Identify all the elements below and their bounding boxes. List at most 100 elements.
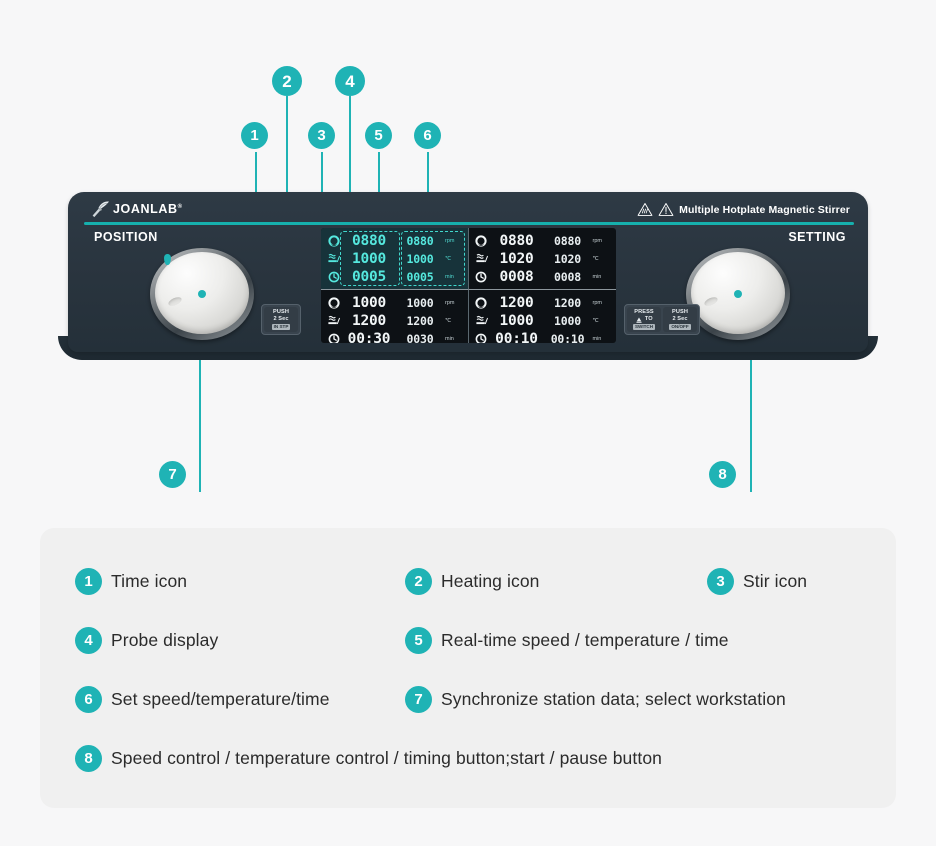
callout-4-number: 4 (345, 71, 355, 91)
callout-badge-6[interactable]: 6 (414, 122, 441, 149)
station-1-time-setting: 0005 (406, 269, 434, 284)
station-2-speed-realtime: 0880 (499, 232, 534, 249)
callout-3-number: 3 (317, 127, 326, 144)
callout-8-number: 8 (718, 466, 727, 483)
station-1-time-unit: min (445, 273, 454, 280)
legend-7-number: 7 (414, 691, 423, 708)
time-icon (474, 333, 489, 343)
station-1-speed-setting: 0880 (406, 233, 434, 248)
callout-badge-3[interactable]: 3 (308, 122, 335, 149)
legend-6-number: 6 (84, 691, 93, 708)
legend-1-text: Time icon (111, 571, 188, 591)
legend-badge-6: 6 (75, 686, 102, 713)
station-2-speed-row: 0880 0880 rpm (474, 232, 612, 249)
push-2sec-onoff-key[interactable]: PUSH 2 Sec ON/OFF (663, 307, 697, 333)
station-1-speed-realtime: 0880 (351, 232, 387, 249)
position-label: POSITION (94, 230, 158, 244)
legend-item-7: 7 Synchronize station data; select works… (405, 686, 786, 713)
station-2-temp-realtime: 1020 (499, 250, 534, 267)
station-quadrant-2[interactable]: 0880 0880 rpm 1020 1020 ℃ (468, 228, 616, 290)
probe-indicator (164, 254, 171, 265)
left-keycap-group[interactable]: PUSH 2 Sec IN STP (261, 304, 301, 336)
station-3-time-realtime: 00:30 (347, 330, 391, 344)
stir-icon (326, 234, 341, 247)
station-2-time-unit: min (592, 273, 602, 280)
push-2sec-instp-key[interactable]: PUSH 2 Sec IN STP (264, 307, 298, 333)
setting-knob[interactable] (686, 248, 790, 340)
station-3-speed-unit: rpm (445, 299, 455, 306)
station-4-temp-realtime: 1000 (499, 312, 534, 329)
legend-badge-1: 1 (75, 568, 102, 595)
leader-line-8 (750, 296, 752, 492)
station-quadrant-4[interactable]: 1200 1200 rpm 1000 1000 ℃ (469, 290, 617, 343)
legend-badge-2: 2 (405, 568, 432, 595)
onoff-key-box-label: ON/OFF (669, 323, 691, 331)
general-warning-icon (658, 203, 674, 216)
hot-surface-warning-icon (637, 203, 653, 216)
press-finger-icon (636, 317, 642, 323)
legend-1-number: 1 (84, 573, 93, 590)
left-key-line1: PUSH (273, 309, 289, 315)
heating-icon (326, 315, 341, 327)
legend-badge-8: 8 (75, 745, 102, 772)
leader-line-2 (286, 96, 288, 258)
time-icon (326, 333, 341, 343)
legend-item-3: 3 Stir icon (707, 568, 807, 595)
callout-badge-2[interactable]: 2 (272, 66, 302, 96)
callout-badge-1[interactable]: 1 (241, 122, 268, 149)
station-3-temp-unit: ℃ (445, 317, 452, 324)
legend-8-number: 8 (84, 750, 93, 767)
station-2-speed-unit: rpm (592, 237, 602, 244)
joanlab-mark-icon (92, 201, 109, 218)
accent-divider (84, 222, 854, 225)
station-3-speed-row: 1000 1000 rpm (326, 294, 463, 311)
position-knob[interactable] (150, 248, 254, 340)
station-1-temp-unit: ℃ (445, 255, 452, 262)
station-quadrant-1[interactable]: 0880 0880 rpm 1000 1000 ℃ (321, 228, 469, 290)
legend-badge-3: 3 (707, 568, 734, 595)
legend-badge-4: 4 (75, 627, 102, 654)
station-4-time-unit: min (592, 335, 602, 342)
legend-item-2: 2 Heating icon (405, 568, 539, 595)
station-3-temp-row: 1200 1200 ℃ (326, 312, 463, 329)
time-icon (474, 271, 489, 283)
lcd-display[interactable]: 0880 0880 rpm 1000 1000 ℃ (321, 228, 616, 343)
press-to-switch-key[interactable]: PRESS TO SWITCH (627, 307, 661, 333)
callout-anchor-7 (198, 290, 206, 298)
switch-key-row2: TO (635, 316, 653, 323)
right-keycap-group[interactable]: PRESS TO SWITCH PUSH 2 Sec ON/OFF (624, 304, 700, 336)
station-4-speed-realtime: 1200 (499, 294, 534, 311)
callout-badge-4[interactable]: 4 (335, 66, 365, 96)
station-quadrant-3[interactable]: 1000 1000 rpm 1200 1200 ℃ (321, 290, 469, 343)
station-1-time-row: 0005 0005 min (326, 268, 463, 285)
model-name-label: Multiple Hotplate Magnetic Stirrer (679, 203, 850, 216)
station-3-speed-setting: 1000 (406, 295, 434, 310)
station-1-temp-setting: 1000 (406, 251, 434, 266)
callout-2-number: 2 (282, 71, 292, 91)
brand-wordmark: JOANLAB® (113, 202, 183, 216)
station-3-temp-realtime: 1200 (351, 312, 387, 329)
leader-line-4 (349, 96, 351, 256)
legend-item-5: 5 Real-time speed / temperature / time (405, 627, 729, 654)
callout-1-number: 1 (250, 127, 259, 144)
station-2-time-row: 0008 0008 min (474, 268, 612, 285)
station-1-time-realtime: 0005 (351, 268, 387, 285)
model-header: Multiple Hotplate Magnetic Stirrer (637, 202, 850, 217)
legend-badge-5: 5 (405, 627, 432, 654)
legend-2-number: 2 (414, 573, 423, 590)
brand-registered-mark: ® (177, 203, 183, 210)
brand-name: JOANLAB (113, 202, 178, 216)
callout-badge-5[interactable]: 5 (365, 122, 392, 149)
station-3-time-row: 00:30 0030 min (326, 330, 463, 343)
legend-7-text: Synchronize station data; select worksta… (441, 689, 786, 709)
left-key-box-label: IN STP (271, 323, 291, 331)
callout-7-number: 7 (168, 466, 177, 483)
legend-4-text: Probe display (111, 630, 219, 650)
callout-badge-7[interactable]: 7 (159, 461, 186, 488)
time-icon (326, 271, 341, 283)
callout-badge-8[interactable]: 8 (709, 461, 736, 488)
position-knob-notch (167, 295, 183, 308)
leader-line-7 (199, 296, 201, 492)
legend-4-number: 4 (84, 632, 93, 649)
station-2-speed-setting: 0880 (554, 233, 581, 248)
